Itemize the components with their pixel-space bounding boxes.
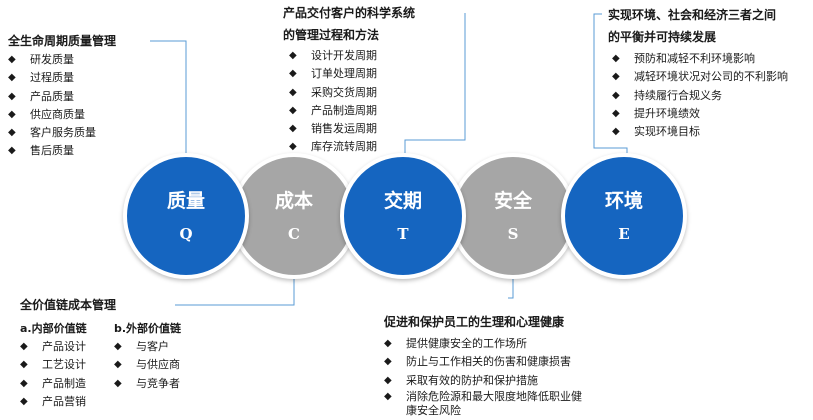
- list-item: ◆与客户: [114, 338, 181, 356]
- delivery-title-line1: 产品交付客户的科学系统: [283, 6, 416, 20]
- diamond-bullet-icon: ◆: [289, 141, 297, 153]
- circle-environment: 环境 E: [561, 153, 687, 279]
- diamond-bullet-icon: ◆: [384, 356, 392, 368]
- circle-environment-name: 环境: [604, 190, 643, 212]
- connector-safety: [508, 279, 514, 299]
- diamond-bullet-icon: ◆: [612, 89, 620, 101]
- diamond-bullet-icon: ◆: [289, 50, 297, 61]
- list-item: ◆设计开发周期: [289, 47, 415, 65]
- circle-delivery: 交期 T: [340, 153, 466, 279]
- diamond-bullet-icon: ◆: [20, 359, 28, 371]
- quality-list: ◆研发质量 ◆过程质量 ◆产品质量 ◆供应商质量 ◆客户服务质量 ◆售后质量: [8, 51, 116, 161]
- list-item: ◆工艺设计: [20, 356, 87, 374]
- diamond-bullet-icon: ◆: [8, 90, 16, 102]
- circle-quality-name: 质量: [166, 190, 205, 212]
- circle-safety-letter: S: [507, 225, 519, 243]
- connector-quality: [150, 40, 187, 153]
- list-item: ◆销售发运周期: [289, 120, 415, 138]
- delivery-block: 产品交付客户的科学系统 的管理过程和方法 ◆设计开发周期 ◆订单处理周期 ◆采购…: [283, 2, 415, 157]
- list-item: ◆产品制造周期: [289, 102, 415, 120]
- list-item: ◆提升环境绩效: [612, 105, 788, 123]
- list-item: ◆采取有效的防护和保护措施: [384, 372, 582, 390]
- circle-delivery-name: 交期: [383, 190, 422, 212]
- list-item: ◆售后质量: [8, 142, 116, 160]
- external-value-chain-title: b.外部价值链: [114, 322, 182, 335]
- list-item: ◆产品设计: [20, 338, 87, 356]
- environment-list: ◆预防和减轻不利环境影响 ◆减轻环境状况对公司的不利影响 ◆持续履行合规义务 ◆…: [612, 50, 788, 141]
- diamond-bullet-icon: ◆: [384, 374, 392, 386]
- internal-value-chain: a.内部价值链 ◆产品设计 ◆工艺设计 ◆产品制造 ◆产品营销: [20, 320, 87, 411]
- diamond-bullet-icon: ◆: [20, 377, 28, 389]
- environment-title-line1: 实现环境、社会和经济三者之间: [608, 8, 777, 22]
- external-value-chain-list: ◆与客户 ◆与供应商 ◆与竞争者: [114, 338, 181, 393]
- diamond-bullet-icon: ◆: [8, 127, 16, 139]
- circle-delivery-letter: T: [397, 225, 409, 243]
- diamond-bullet-icon: ◆: [612, 126, 620, 138]
- list-item: ◆提供健康安全的工作场所: [384, 335, 582, 353]
- list-item: ◆预防和减轻不利环境影响: [612, 50, 788, 68]
- list-item: ◆与竞争者: [114, 375, 181, 393]
- list-item-continuation: 康安全风险: [406, 403, 461, 417]
- diamond-bullet-icon: ◆: [8, 72, 16, 84]
- diamond-bullet-icon: ◆: [384, 390, 392, 402]
- delivery-title-line2: 的管理过程和方法: [283, 28, 380, 42]
- diamond-bullet-icon: ◆: [612, 71, 620, 83]
- list-item: ◆供应商质量: [8, 106, 116, 124]
- list-item: ◆产品营销: [20, 393, 87, 411]
- environment-block: 实现环境、社会和经济三者之间 的平衡并可持续发展 ◆预防和减轻不利环境影响 ◆减…: [608, 4, 788, 141]
- circle-quality-letter: Q: [179, 225, 193, 243]
- connector-cost: [175, 279, 295, 306]
- diamond-bullet-icon: ◆: [612, 53, 620, 64]
- quality-block: 全生命周期质量管理 ◆研发质量 ◆过程质量 ◆产品质量 ◆供应商质量 ◆客户服务…: [8, 32, 116, 161]
- cost-block: 全价值链成本管理 a.内部价值链 ◆产品设计 ◆工艺设计 ◆产品制造 ◆产品营销…: [20, 296, 181, 408]
- list-item: ◆消除危险源和最大限度地降低职业健: [384, 389, 582, 403]
- diamond-bullet-icon: ◆: [114, 341, 122, 352]
- list-item: ◆过程质量: [8, 69, 116, 87]
- diamond-bullet-icon: ◆: [384, 338, 392, 349]
- delivery-list: ◆设计开发周期 ◆订单处理周期 ◆采购交货周期 ◆产品制造周期 ◆销售发运周期 …: [289, 47, 415, 157]
- diamond-bullet-icon: ◆: [20, 395, 28, 407]
- list-item: ◆持续履行合规义务: [612, 87, 788, 105]
- diamond-bullet-icon: ◆: [289, 68, 297, 80]
- diamond-bullet-icon: ◆: [20, 341, 28, 352]
- list-item: ◆库存流转周期: [289, 138, 415, 156]
- circle-quality: 质量 Q: [123, 153, 249, 279]
- diamond-bullet-icon: ◆: [289, 86, 297, 98]
- safety-list: ◆提供健康安全的工作场所 ◆防止与工作相关的伤害和健康损害 ◆采取有效的防护和保…: [384, 335, 582, 418]
- safety-block: 促进和保护员工的生理和心理健康 ◆提供健康安全的工作场所 ◆防止与工作相关的伤害…: [384, 313, 582, 418]
- list-item: ◆产品质量: [8, 88, 116, 106]
- list-item: ◆与供应商: [114, 356, 181, 374]
- cost-title: 全价值链成本管理: [20, 298, 117, 312]
- quality-title: 全生命周期质量管理: [8, 34, 117, 48]
- list-item: ◆采购交货周期: [289, 84, 415, 102]
- list-item: ◆产品制造: [20, 375, 87, 393]
- circle-safety: 安全 S: [450, 153, 576, 279]
- diamond-bullet-icon: ◆: [8, 145, 16, 157]
- list-item: ◆实现环境目标: [612, 123, 788, 141]
- circle-safety-name: 安全: [493, 190, 532, 212]
- diamond-bullet-icon: ◆: [114, 359, 122, 371]
- list-item: ◆订单处理周期: [289, 65, 415, 83]
- diamond-bullet-icon: ◆: [8, 108, 16, 120]
- circle-environment-letter: E: [618, 225, 630, 243]
- diamond-bullet-icon: ◆: [114, 377, 122, 389]
- diamond-bullet-icon: ◆: [8, 54, 16, 65]
- circle-cost: 成本 C: [231, 153, 357, 279]
- circle-cost-name: 成本: [274, 190, 313, 212]
- internal-value-chain-title: a.内部价值链: [20, 322, 87, 335]
- list-item: ◆减轻环境状况对公司的不利影响: [612, 68, 788, 86]
- list-item: ◆防止与工作相关的伤害和健康损害: [384, 353, 582, 371]
- list-item: ◆研发质量: [8, 51, 116, 69]
- environment-title-line2: 的平衡并可持续发展: [608, 30, 717, 44]
- external-value-chain: b.外部价值链 ◆与客户 ◆与供应商 ◆与竞争者: [114, 320, 181, 393]
- diamond-bullet-icon: ◆: [289, 104, 297, 116]
- diamond-bullet-icon: ◆: [289, 123, 297, 135]
- internal-value-chain-list: ◆产品设计 ◆工艺设计 ◆产品制造 ◆产品营销: [20, 338, 87, 411]
- safety-title: 促进和保护员工的生理和心理健康: [384, 315, 565, 329]
- list-item: ◆客户服务质量: [8, 124, 116, 142]
- diamond-bullet-icon: ◆: [612, 107, 620, 119]
- circle-cost-letter: C: [288, 225, 300, 243]
